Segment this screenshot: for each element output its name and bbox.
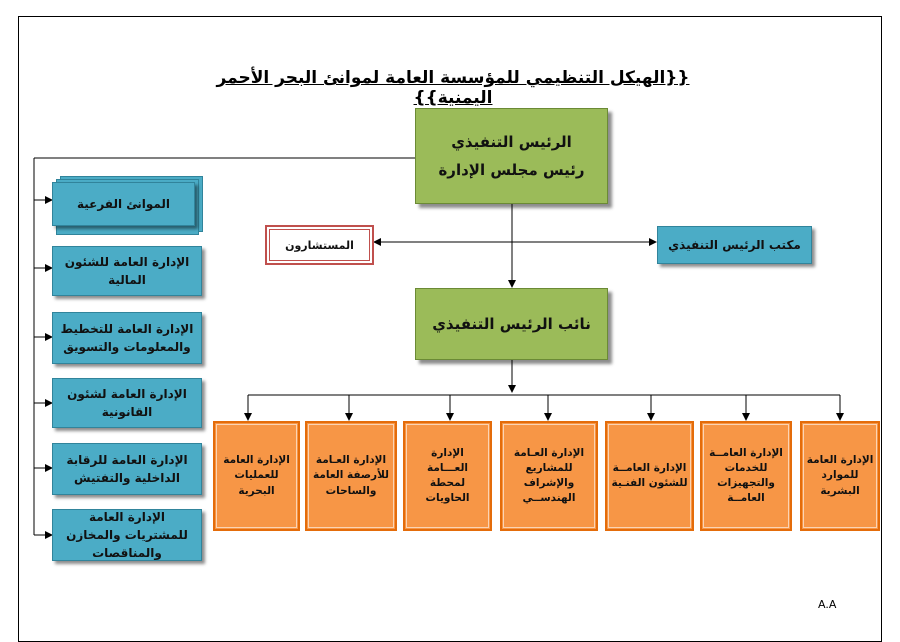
ceo-office-label: مكتب الرئيس التنفيذي [668,238,801,252]
ceo-office-box: مكتب الرئيس التنفيذي [657,226,812,264]
ceo-title: الرئيس التنفيذي [451,133,572,151]
left-unit-label: الموانئ الفرعية [76,197,171,211]
advisors-label: المستشارون [285,238,354,252]
chart-title: {{الهيكل التنظيمي للمؤسسة العامة لموانئ … [216,68,690,108]
unit-label: الإدارة العامة للعمليات البحرية [223,454,290,497]
left-unit-planning: الإدارة العامة للتخطيط والمعلومات والتسو… [52,312,202,364]
left-unit-label: الإدارة العامة للرقابة الداخلية والتفتيش [66,453,188,485]
unit-technical-affairs: الإدارة العامــة للشئون الفنـية [605,421,694,531]
unit-label: الإدارة العامة للموارد البشرية [806,454,874,497]
board-chair-title: رئيس مجلس الإدارة [438,161,585,179]
unit-label: الإدارة العـــامة لمحطة الحاويات [425,446,470,505]
advisors-box: المستشارون [265,225,374,265]
left-unit-legal: الإدارة العامة لشئون القانونية [52,378,202,428]
unit-marine-operations: الإدارة العامة للعمليات البحرية [213,421,300,531]
left-unit-label: الإدارة العامة للشئون المالية [64,255,190,287]
author-initials: A.A [818,598,837,611]
deputy-title: نائب الرئيس التنفيذي [432,315,591,333]
unit-label: الإدارة العامــة للخدمات والتجهيزات العا… [709,446,783,505]
left-unit-procurement: الإدارة العامة للمشتريات والمخازن والمنا… [52,509,202,561]
ceo-box: الرئيس التنفيذي رئيس مجلس الإدارة [415,108,608,204]
left-unit-label: الإدارة العامة للمشتريات والمخازن والمنا… [66,510,188,560]
unit-label: الإدارة العامــة للشئون الفنـية [611,461,688,489]
left-unit-finance: الإدارة العامة للشئون المالية [52,246,202,296]
unit-label: الإدارة العـامة للمشاريع والإشراف الهندس… [513,446,585,505]
deputy-box: نائب الرئيس التنفيذي [415,288,608,360]
unit-label: الإدارة العـامة للأرصفة العامة والساحات [313,454,389,497]
left-unit-label: الإدارة العامة لشئون القانونية [67,387,187,419]
left-unit-label: الإدارة العامة للتخطيط والمعلومات والتسو… [60,322,194,354]
unit-projects-engineering: الإدارة العـامة للمشاريع والإشراف الهندس… [500,421,598,531]
unit-container-terminal: الإدارة العـــامة لمحطة الحاويات [403,421,492,531]
unit-services-equipment: الإدارة العامــة للخدمات والتجهيزات العا… [700,421,792,531]
unit-berths-yards: الإدارة العـامة للأرصفة العامة والساحات [305,421,397,531]
left-unit-sub-ports: الموانئ الفرعية [52,182,195,226]
unit-human-resources: الإدارة العامة للموارد البشرية [800,421,880,531]
left-unit-internal-audit: الإدارة العامة للرقابة الداخلية والتفتيش [52,443,202,495]
